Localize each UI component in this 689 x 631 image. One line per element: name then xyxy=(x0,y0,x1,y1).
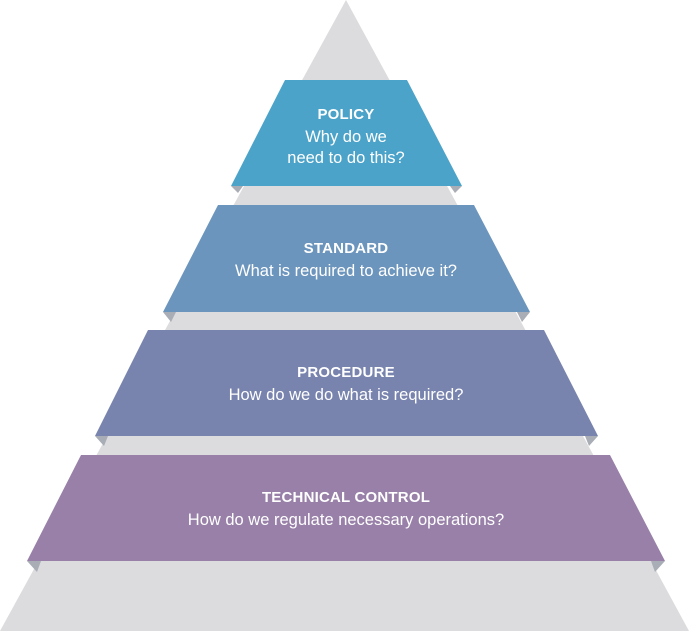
tier-policy-fold-left xyxy=(231,186,243,193)
tier-standard: STANDARD What is required to achieve it? xyxy=(163,205,530,322)
tier-procedure-fold-right xyxy=(585,436,598,446)
tier-technical-control: TECHNICAL CONTROL How do we regulate nec… xyxy=(27,455,665,572)
tier-technical-control-band xyxy=(27,455,665,561)
tier-standard-band xyxy=(163,205,530,312)
tier-standard-fold-right xyxy=(517,312,530,322)
tier-procedure: PROCEDURE How do we do what is required? xyxy=(95,330,598,446)
tier-standard-line-1: What is required to achieve it? xyxy=(235,262,457,280)
tier-standard-fold-left xyxy=(163,312,176,322)
tier-procedure-band xyxy=(95,330,598,436)
tier-technical-control-title: TECHNICAL CONTROL xyxy=(262,489,430,506)
tier-policy-band xyxy=(231,80,462,186)
tier-technical-control-fold-left xyxy=(27,561,41,572)
tier-procedure-fold-left xyxy=(95,436,108,446)
tier-policy: POLICY Why do we need to do this? xyxy=(231,80,462,193)
tier-procedure-line-1: How do we do what is required? xyxy=(229,386,464,404)
tier-policy-fold-right xyxy=(450,186,462,193)
tier-technical-control-line-1: How do we regulate necessary operations? xyxy=(188,511,504,529)
tier-policy-title: POLICY xyxy=(317,106,374,123)
tier-procedure-title: PROCEDURE xyxy=(297,364,395,381)
tier-technical-control-fold-right xyxy=(651,561,665,572)
tier-standard-title: STANDARD xyxy=(304,240,389,257)
tier-policy-line-1: Why do we xyxy=(305,128,387,146)
tier-policy-line-2: need to do this? xyxy=(287,149,404,167)
